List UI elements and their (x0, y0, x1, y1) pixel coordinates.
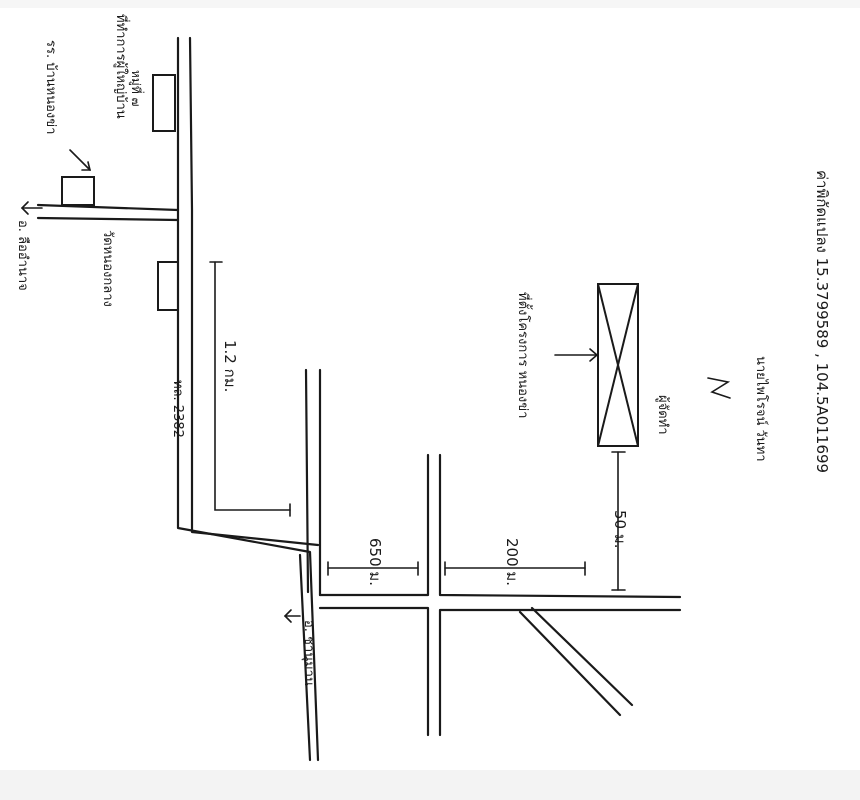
dim-1-2km (214, 261, 291, 511)
distance-650m-label: 650 ม. (366, 538, 384, 587)
branch-road-bottom (36, 216, 180, 222)
road-2382-edge-left (176, 36, 320, 762)
scan-bottom-edge (0, 770, 860, 800)
diagonal-road-2 (530, 606, 634, 707)
signature-mark (707, 377, 731, 399)
school-label: รร. บ้านหนองข่า (43, 40, 58, 135)
school-building (61, 176, 95, 206)
arrow-to-school (69, 149, 91, 171)
distance-200m-label: 200 ม. (503, 538, 521, 587)
road-to-town-label: อ. ลืออำนาจ (15, 220, 30, 291)
to-other-town-label: อ. ชานุมาน (301, 620, 316, 686)
temple-label: วัดหนองกลาง (100, 230, 115, 307)
crossroad-mid (438, 453, 682, 599)
project-site-label: ที่ตั้งโครงการ หนองข่า (515, 292, 530, 419)
signer-title-label: ผู้จัดทำ (655, 395, 670, 435)
side-road-1-left (304, 368, 310, 594)
scan-top-edge (0, 0, 860, 8)
village-no-label: หมู่ที่ ๗ (129, 70, 143, 107)
signer-name-label: นายไพโรจน์ วันทา (753, 356, 768, 462)
route-map-drawing (20, 36, 731, 762)
coordinates-label: ค่าพิกัดแปลง 15.3799589 , 104.5A011699 (813, 170, 831, 474)
distance-1-2km-label: 1.2 กม. (221, 340, 239, 393)
distance-50m-label: 50 ม. (611, 510, 629, 549)
temple-building (157, 261, 179, 311)
project-site-box (597, 283, 639, 447)
crossroad-top (318, 453, 430, 597)
crossroad-bottom-2 (438, 608, 682, 737)
village-office-label: ที่ทำการผู้ใหญ่บ้าน (113, 14, 128, 119)
village-office-building (152, 74, 176, 132)
crossroad-bottom (318, 606, 430, 737)
road-number-label: ทล. 2382 (170, 380, 185, 438)
road-2382-edge-right (188, 36, 320, 547)
lower-road-left (298, 553, 312, 762)
branch-road-top (36, 203, 180, 212)
diagonal-road-1 (518, 610, 622, 717)
